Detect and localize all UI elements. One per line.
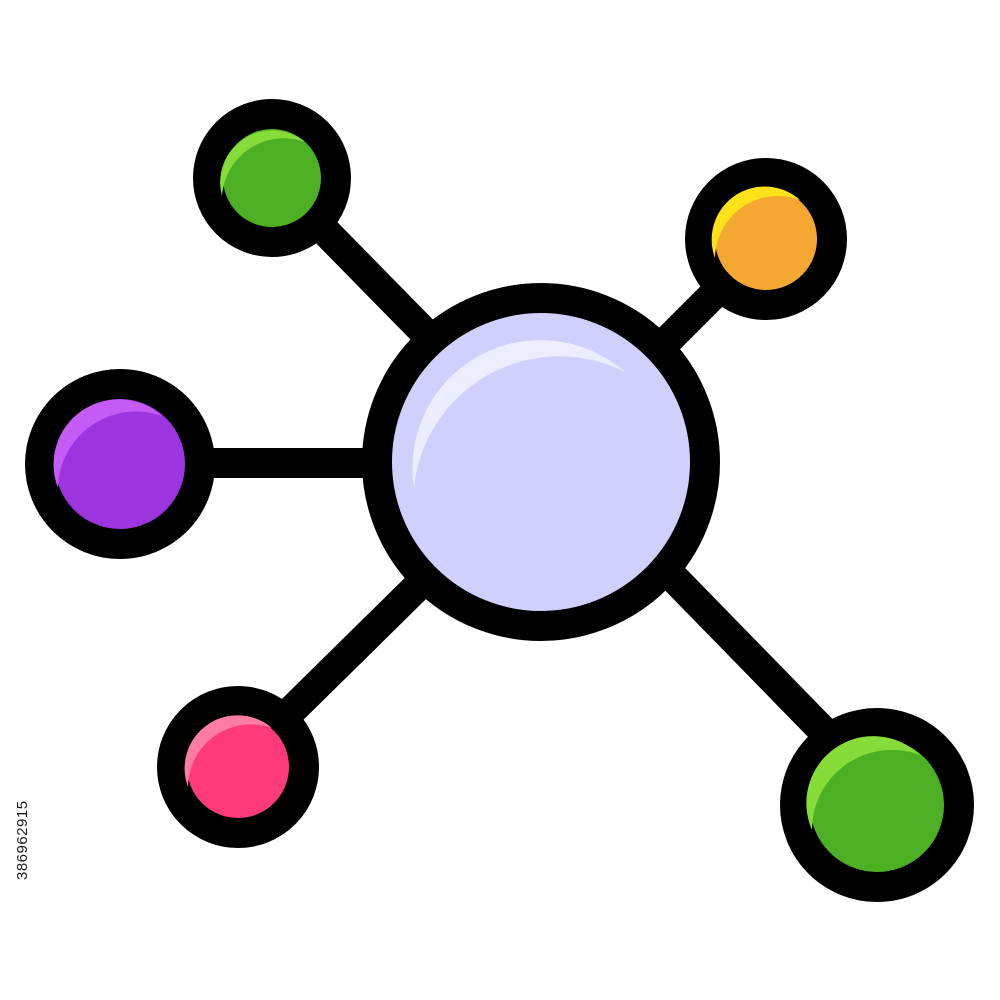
connector-lines <box>195 217 847 755</box>
connector-bottom-left <box>275 567 437 727</box>
node-purple-left <box>25 369 215 559</box>
node-orange-top-right <box>685 158 847 320</box>
hub-node <box>362 283 720 641</box>
node-green-top-left <box>193 99 351 257</box>
stock-id-watermark: 386962915 <box>14 800 31 880</box>
connector-top-left <box>311 217 447 355</box>
node-pink-bottom-left <box>157 686 319 848</box>
node-green-bottom-right <box>780 708 974 902</box>
connector-bottom-right <box>657 561 847 755</box>
